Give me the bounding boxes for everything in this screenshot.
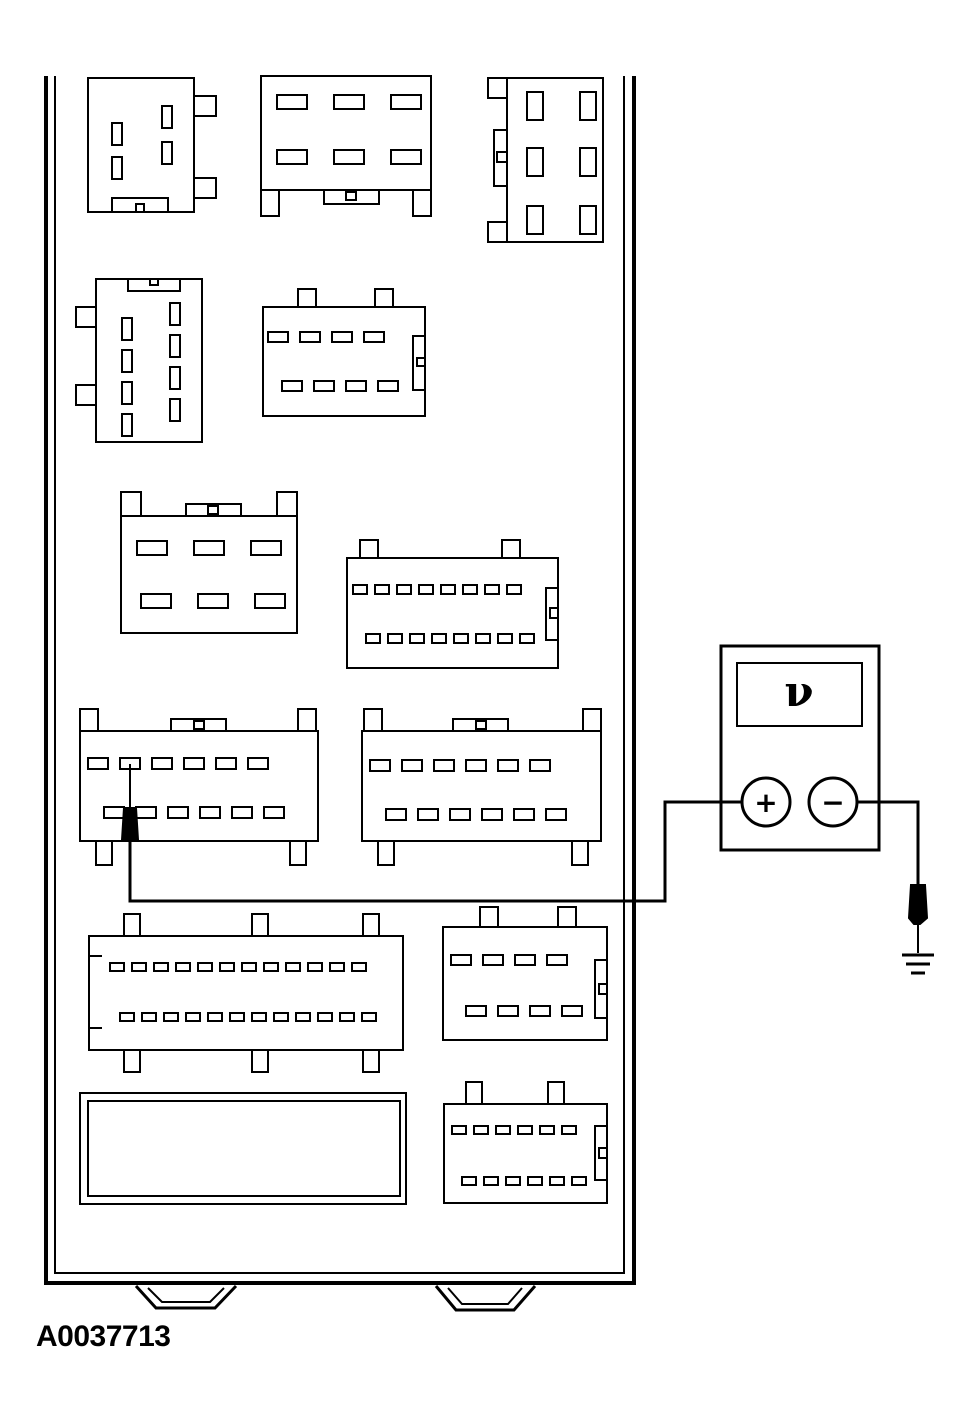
connector-c1 xyxy=(87,77,217,213)
connector-c7 xyxy=(346,539,559,669)
connector-c8 xyxy=(79,708,319,866)
connector-c6 xyxy=(120,491,298,634)
connector-c11 xyxy=(442,906,608,1041)
positive-test-lead xyxy=(128,800,742,903)
voltmeter xyxy=(719,644,881,852)
negative-terminal xyxy=(807,776,859,828)
meter-display-symbol: ν xyxy=(784,667,813,716)
positive-sign: + xyxy=(754,786,777,819)
test-probe-icon xyxy=(120,764,140,841)
connector-c4 xyxy=(75,278,203,443)
blank-module-plate xyxy=(79,1092,407,1205)
connector-c5 xyxy=(262,288,426,417)
figure-reference-code: A0037713 xyxy=(36,1320,171,1353)
connector-c3 xyxy=(487,77,604,243)
connector-c12 xyxy=(443,1081,608,1204)
connector-c10 xyxy=(88,913,404,1073)
ground-symbol-icon xyxy=(902,884,934,975)
connector-c2 xyxy=(260,75,432,217)
negative-test-lead xyxy=(858,800,920,885)
connector-c9 xyxy=(361,708,602,866)
junction-box xyxy=(44,76,636,1312)
negative-sign: − xyxy=(821,786,844,819)
positive-terminal xyxy=(740,776,792,828)
